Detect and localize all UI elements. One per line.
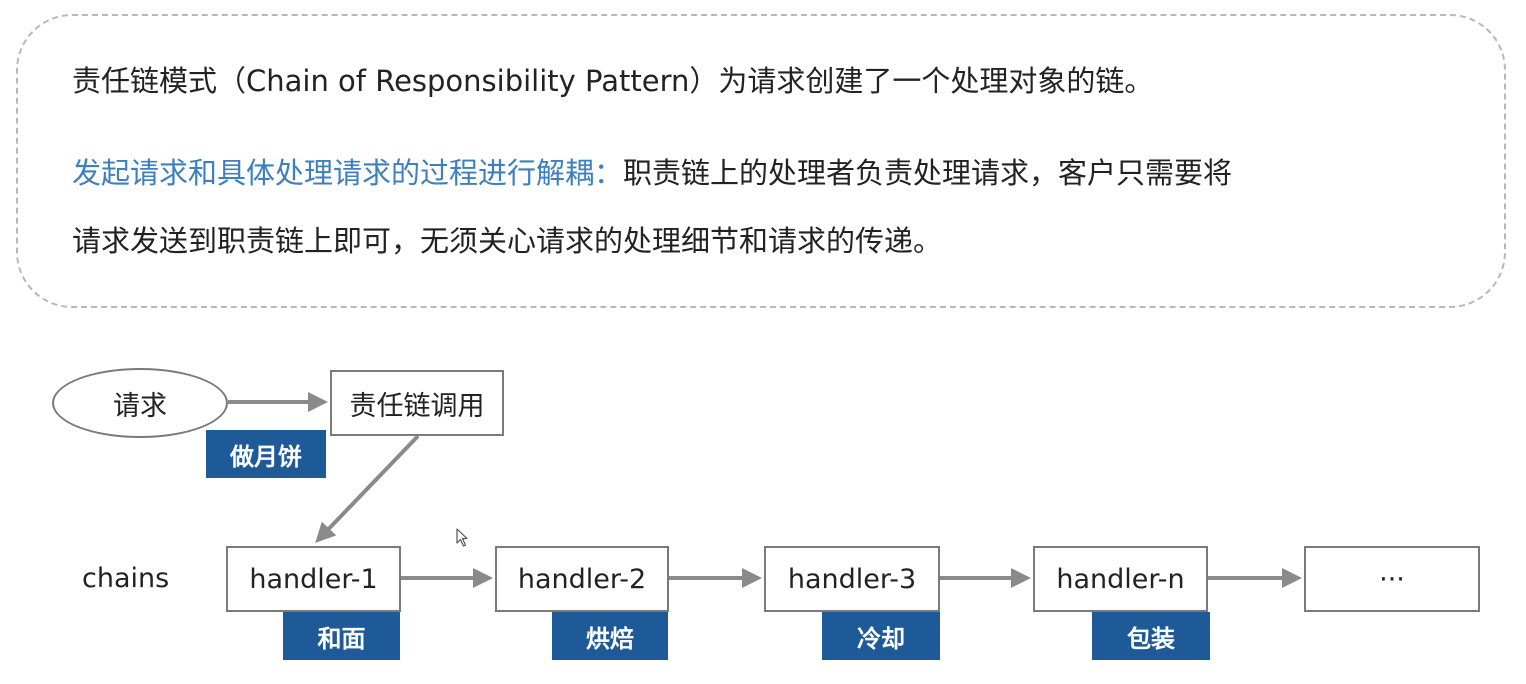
chains-label: chains: [82, 563, 170, 594]
decoupling-line-1-text: 职责链上的处理者负责处理请求，客户只需要将: [623, 156, 1233, 190]
request-tag: 做月饼: [206, 430, 326, 478]
handler-3-node: handler-3: [764, 546, 940, 612]
more-handlers-node: ···: [1304, 546, 1480, 612]
handler-3-tag: 冷却: [822, 612, 940, 660]
intro-paragraph-decoupling: 发起请求和具体处理请求的过程进行解耦：职责链上的处理者负责处理请求，客户只需要将…: [72, 150, 1232, 286]
decoupling-line-1: 发起请求和具体处理请求的过程进行解耦：职责链上的处理者负责处理请求，客户只需要将: [72, 150, 1232, 218]
handler-1-tag: 和面: [283, 612, 400, 660]
arrow-invoker-to-handler-1: [315, 434, 420, 543]
decoupling-highlight: 发起请求和具体处理请求的过程进行解耦：: [72, 156, 624, 190]
handler-2-tag: 烘焙: [552, 612, 668, 660]
handler-2-node: handler-2: [495, 546, 669, 612]
intro-paragraph-definition: 责任链模式（Chain of Responsibility Pattern）为请…: [72, 64, 1154, 98]
handler-n-tag: 包装: [1092, 612, 1210, 660]
request-node: 请求: [52, 368, 228, 438]
invoker-node: 责任链调用: [330, 370, 504, 436]
intro-panel: [16, 14, 1506, 308]
handler-1-node: handler-1: [226, 546, 401, 612]
handler-n-node: handler-n: [1033, 546, 1208, 612]
decoupling-line-2: 请求发送到职责链上即可，无须关心请求的处理细节和请求的传递。: [72, 224, 943, 258]
mouse-cursor-icon: [456, 528, 468, 547]
